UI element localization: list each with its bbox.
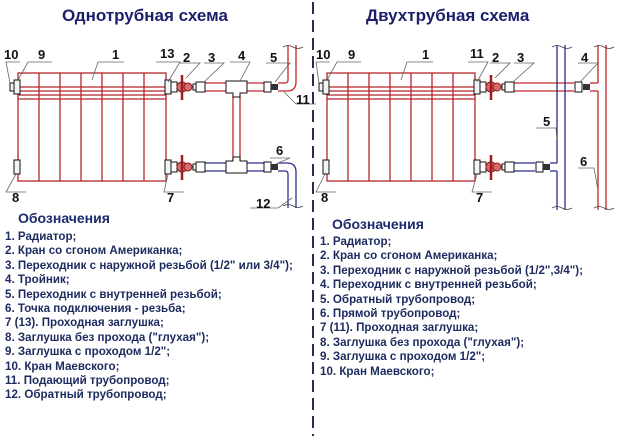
right-thread-bottom (543, 164, 550, 170)
right-break-bottom-red (593, 206, 615, 210)
right-adapter-3-bottom-nut (501, 163, 506, 171)
right-legend-item: 5. Обратный трубопровод; (320, 292, 476, 306)
left-legend-item: 2. Кран со сгоном Американка; (5, 244, 183, 258)
left-thread-5 (271, 84, 278, 90)
right-mayevsky-valve-10 (318, 82, 324, 92)
left-label-4: 4 (238, 48, 246, 63)
left-radiator-body (17, 72, 167, 182)
right-label-11: 11 (470, 46, 484, 61)
left-legend-item: 6. Точка подключения - резьба; (5, 302, 186, 316)
right-legend-item: 10. Кран Маевского; (320, 364, 435, 378)
right-label-3: 3 (517, 50, 524, 65)
left-label-7: 7 (167, 190, 174, 205)
right-label-10: 10 (316, 47, 330, 62)
left-label-11: 11 (296, 92, 310, 107)
left-adapter-3-top (195, 81, 206, 93)
left-return-pipe (204, 162, 297, 208)
left-legend-item: 11. Подающий трубопровод; (5, 374, 170, 388)
right-legend-item: 4. Переходник с внутренней резьбой; (320, 278, 537, 292)
left-legend-item: 12. Обратный трубопровод; (5, 388, 167, 402)
left-label-13: 13 (160, 46, 174, 61)
right-label-9: 9 (348, 47, 355, 62)
right-valve-bottom (479, 155, 502, 180)
right-legend-item: 8. Заглушка без прохода ("глухая"); (320, 335, 525, 349)
right-plug-7 (473, 159, 481, 175)
two-pipe-title: Двухтрубная схема (366, 6, 530, 25)
left-legend-item: 3. Переходник с наружной резьбой (1/2" и… (5, 258, 293, 272)
left-plug-7 (164, 159, 172, 175)
right-adapter-4-top (574, 81, 583, 93)
left-plug-9 (13, 79, 21, 95)
left-legend-item: 7 (13). Проходная заглушка; (5, 316, 164, 330)
left-break-top (282, 45, 304, 49)
left-mayevsky-valve-10 (9, 82, 15, 92)
right-adapter-4-bottom (535, 161, 544, 173)
left-thread-6 (271, 164, 278, 170)
left-plug-8 (13, 159, 21, 175)
left-plug-13 (164, 79, 172, 95)
right-thread-top (583, 84, 590, 90)
left-adapter-5 (263, 81, 272, 93)
left-legend-list: 1. Радиатор; 2. Кран со сгоном Американк… (5, 230, 293, 403)
right-label-8: 8 (321, 190, 328, 205)
right-label-6: 6 (580, 154, 587, 169)
left-tee-4-bottom (225, 156, 248, 174)
right-supply-riser (513, 45, 607, 210)
right-label-4: 4 (581, 50, 589, 65)
left-label-5: 5 (270, 50, 277, 65)
right-legend-item: 7 (11). Проходная заглушка; (320, 321, 479, 335)
left-label-9: 9 (38, 47, 45, 62)
left-legend-item: 5. Переходник с внутренней резьбой; (5, 287, 222, 301)
left-adapter-3-bottom (195, 161, 206, 173)
right-break-top-red (593, 45, 615, 49)
left-label-2: 2 (183, 50, 190, 65)
right-label-1: 1 (422, 47, 429, 62)
right-adapter-3-top-nut (501, 83, 506, 91)
left-radiator (17, 72, 167, 182)
right-label-7: 7 (476, 190, 483, 205)
left-label-3: 3 (208, 50, 215, 65)
left-label-10: 10 (4, 47, 18, 62)
right-adapter-3-bottom (504, 161, 515, 173)
right-label-5: 5 (543, 114, 550, 129)
right-legend-item: 3. Переходник с наружной резьбой (1/2",3… (320, 263, 583, 277)
left-label-1: 1 (112, 47, 119, 62)
left-tee-4-top (225, 80, 248, 98)
left-legend-title: Обозначения (18, 210, 110, 226)
left-label-8: 8 (12, 190, 19, 205)
left-valve-top (170, 75, 193, 100)
left-legend-item: 1. Радиатор; (5, 230, 77, 243)
right-legend-item: 2. Кран со сгоном Американка; (320, 249, 498, 263)
right-break-bottom-blue (551, 206, 573, 210)
left-label-12: 12 (256, 196, 270, 211)
left-label-6: 6 (276, 143, 283, 158)
left-adapter-3-bottom-nut (192, 163, 197, 171)
right-valve-top (479, 75, 502, 100)
right-radiator (326, 72, 476, 182)
left-legend-item: 9. Заглушка с проходом 1/2"; (5, 345, 171, 359)
right-legend-item: 6. Прямой трубопровод; (320, 307, 461, 321)
right-break-top-blue (551, 45, 573, 49)
left-legend-item: 10. Кран Маевского; (5, 359, 120, 373)
right-return-riser (513, 45, 566, 210)
left-break-bottom (282, 204, 304, 208)
left-adapter-3-top-nut (192, 83, 197, 91)
left-legend-item: 4. Тройник; (5, 273, 70, 287)
right-plug-9 (322, 79, 330, 95)
right-legend-list: 1. Радиатор; 2. Кран со сгоном Американк… (320, 235, 583, 379)
right-label-2: 2 (492, 50, 499, 65)
left-connection-6 (263, 161, 272, 173)
right-plug-8 (322, 159, 330, 175)
right-legend-title: Обозначения (332, 216, 424, 232)
right-adapter-3-top (504, 81, 515, 93)
left-legend-item: 8. Заглушка без прохода ("глухая"); (5, 330, 210, 344)
left-valve-bottom (170, 155, 193, 180)
single-pipe-title: Однотрубная схема (62, 6, 228, 25)
right-legend-item: 9. Заглушка с проходом 1/2"; (320, 350, 486, 364)
right-radiator-body (326, 72, 476, 182)
right-legend-item: 1. Радиатор; (320, 235, 392, 248)
right-plug-11 (473, 79, 481, 95)
